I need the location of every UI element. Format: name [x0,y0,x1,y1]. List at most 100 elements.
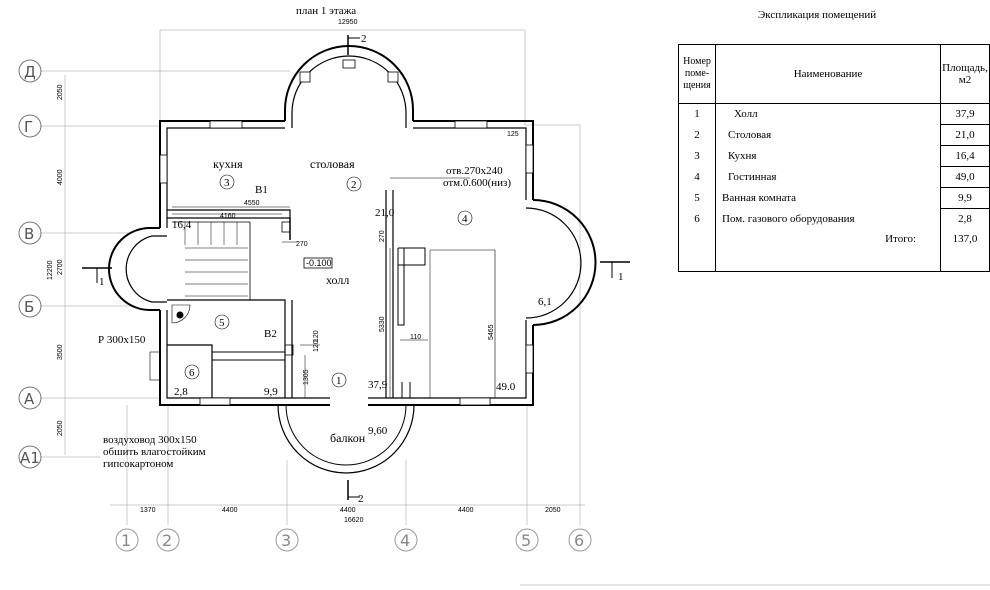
room-names: кухня столовая холл балкон [213,157,366,445]
bottom-dimension-chain: 1370 4400 4400 4400 2050 16620 [140,507,561,524]
svg-text:Б: Б [24,298,34,316]
outer-walls [108,45,597,474]
header-name: Наименование [715,44,941,104]
svg-text:2050: 2050 [57,84,64,100]
svg-text:5330: 5330 [379,316,386,332]
section-mark-labels: 2 2 1 1 [99,33,624,505]
dim-top-total: 12950 [338,19,358,26]
table-row: 3 Кухня 16,4 [678,145,990,167]
plan-labels: В1 В2 -0.100 отв.270х240 отм.0.600(низ) … [98,165,511,470]
svg-text:2,8: 2,8 [174,386,188,398]
svg-text:гипсокартоном: гипсокартоном [103,458,173,470]
svg-text:В2: В2 [264,328,277,340]
header-area: Площадь, м2 [940,44,990,104]
svg-text:А1: А1 [20,449,40,467]
svg-text:270: 270 [379,230,386,242]
section-marks [82,35,630,500]
svg-text:1305: 1305 [303,369,310,385]
svg-text:1: 1 [336,375,342,387]
plan-title: план 1 этажа [296,5,356,17]
inner-dimensions: 4550 4160 270 270 125 120 120 1305 5330 … [220,131,519,385]
svg-text:1: 1 [618,271,624,283]
area-values: 16,4 21,0 6,1 9,9 2,8 37,9 49.0 9,60 [172,207,552,437]
total-value: 137,0 [940,229,990,249]
svg-text:Р 300х150: Р 300х150 [98,334,146,346]
svg-text:отв.270х240: отв.270х240 [446,165,503,177]
svg-text:1: 1 [121,531,131,550]
svg-text:9,9: 9,9 [264,386,278,398]
svg-text:5: 5 [521,531,531,550]
svg-text:2700: 2700 [57,259,64,275]
svg-text:3: 3 [224,177,230,189]
svg-text:А: А [24,390,35,408]
svg-text:4: 4 [462,213,468,225]
svg-text:125: 125 [507,131,519,138]
svg-text:обшить влагостойким: обшить влагостойким [103,446,206,458]
table-row: 2 Столовая 21,0 [678,124,990,146]
svg-text:Д: Д [24,63,36,81]
svg-text:4550: 4550 [244,200,260,207]
svg-text:2050: 2050 [57,420,64,436]
svg-text:3: 3 [281,531,291,550]
number-axis-markers: 1 2 3 4 5 6 [115,528,592,552]
header-number: Номер поме- щения [678,44,716,104]
svg-text:2050: 2050 [545,507,561,514]
letter-axis-markers: Д Г В Б А А1 [18,59,42,469]
svg-text:2: 2 [361,33,367,45]
table-total-row: Итого: 137,0 [678,229,990,249]
interior-walls [149,190,496,398]
svg-text:3500: 3500 [57,344,64,360]
svg-text:Г: Г [24,118,33,136]
room-numbers: 3 2 4 5 6 1 [189,177,468,387]
room-number-markers [184,174,473,388]
total-label: Итого: [715,229,941,249]
svg-text:4400: 4400 [222,507,238,514]
table-row: 1 Холл 37,9 [678,103,990,125]
svg-text:балкон: балкон [330,431,366,445]
table-empty-row [678,249,990,272]
room-table-title: Экспликация помещений [758,9,877,21]
svg-text:В: В [24,225,34,243]
svg-text:1: 1 [99,276,105,288]
svg-text:110: 110 [410,334,421,341]
svg-text:16,4: 16,4 [172,219,192,231]
svg-text:4000: 4000 [57,169,64,185]
svg-text:отм.0.600(низ): отм.0.600(низ) [443,177,511,189]
svg-text:холл: холл [326,273,349,287]
svg-text:5465: 5465 [488,324,495,340]
svg-text:4400: 4400 [340,507,356,514]
svg-text:9,60: 9,60 [368,425,388,437]
svg-text:2: 2 [162,531,172,550]
svg-text:270: 270 [296,241,308,248]
table-row: 4 Гостинная 49,0 [678,166,990,188]
room-explication-table: Номер поме- щения Наименование Площадь, … [678,44,990,272]
svg-text:В1: В1 [255,184,268,196]
svg-text:120: 120 [313,340,320,352]
svg-text:16620: 16620 [344,517,364,524]
svg-text:4: 4 [400,531,410,550]
svg-text:столовая: столовая [310,157,355,171]
svg-text:6: 6 [574,531,584,550]
svg-text:1370: 1370 [140,507,156,514]
axis-grid [40,29,990,586]
svg-text:4160: 4160 [220,213,236,220]
svg-text:воздуховод 300х150: воздуховод 300х150 [103,434,197,446]
table-row: 5 Ванная комната 9,9 [678,187,990,209]
svg-text:4400: 4400 [458,507,474,514]
svg-text:кухня: кухня [213,157,243,171]
table-row: 6 Пом. газового оборудования 2,8 [678,208,990,229]
dimension-lines [172,127,520,398]
svg-text:6: 6 [189,367,195,379]
svg-text:21,0: 21,0 [375,207,395,219]
windows [159,59,534,406]
table-header-row: Номер поме- щения Наименование Площадь, … [678,44,990,104]
svg-text:49.0: 49.0 [496,381,516,393]
svg-text:5: 5 [219,317,225,329]
svg-text:12200: 12200 [47,260,54,280]
svg-text:37,9: 37,9 [368,379,388,391]
svg-text:-0.100: -0.100 [306,258,332,268]
svg-text:2: 2 [351,179,357,191]
svg-text:6,1: 6,1 [538,296,552,308]
left-dimension-chain: 2050 4000 2700 3500 2050 12200 [47,84,64,436]
